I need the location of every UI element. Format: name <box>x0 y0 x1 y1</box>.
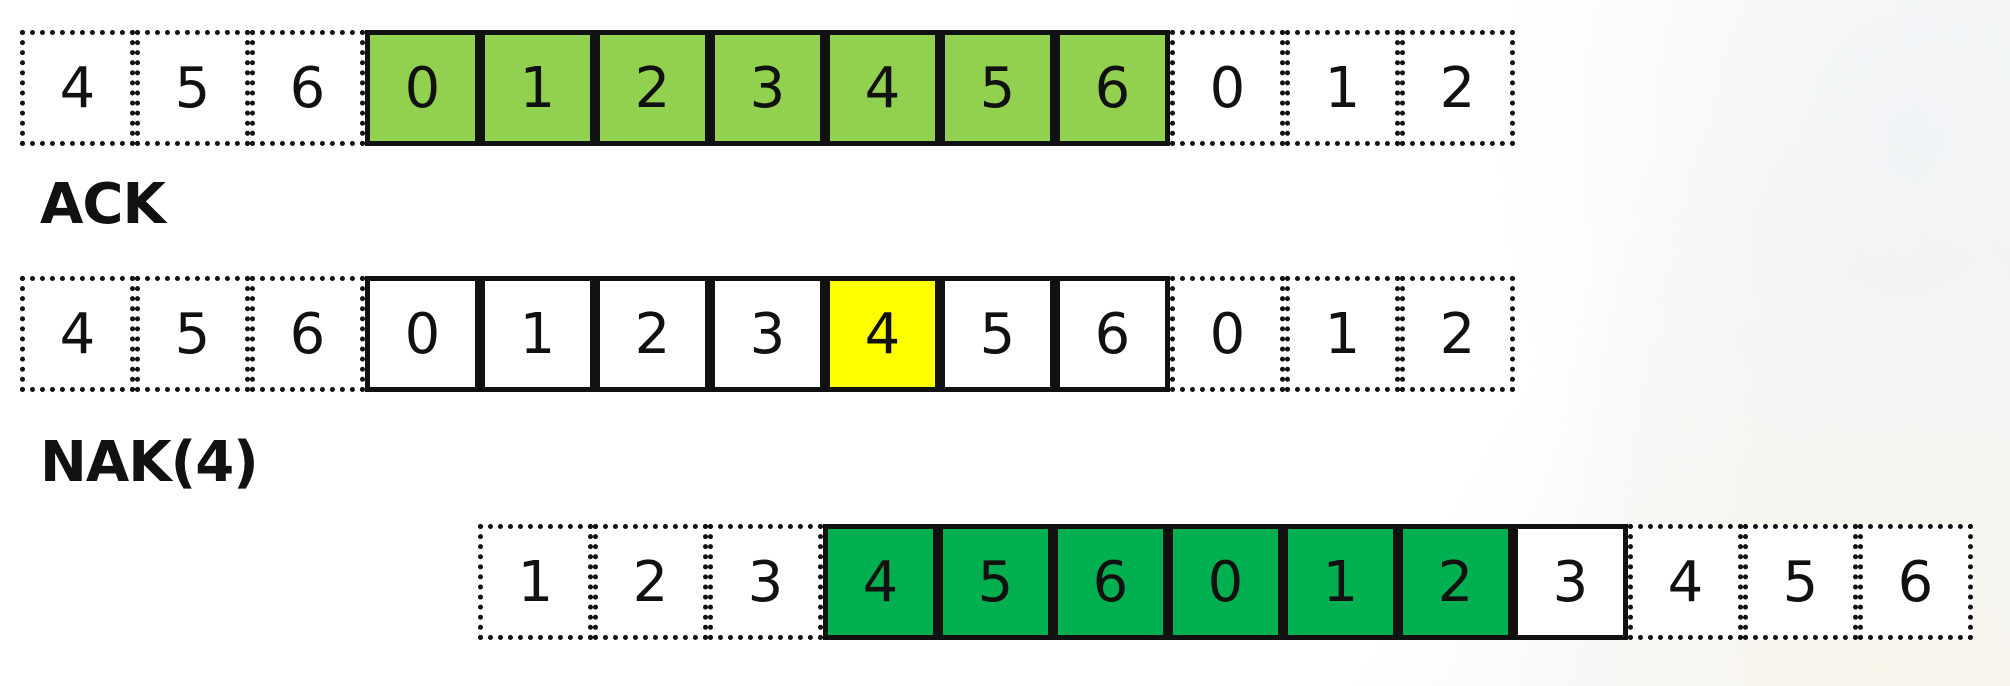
sequence-cell: 1 <box>478 524 593 640</box>
sequence-cell: 5 <box>938 524 1053 640</box>
sequence-cell: 6 <box>1858 524 1973 640</box>
sequence-cell: 5 <box>135 276 250 392</box>
sequence-cell: 4 <box>1628 524 1743 640</box>
sequence-cell: 0 <box>365 276 480 392</box>
sequence-cell: 0 <box>1170 276 1285 392</box>
sequence-cell: 2 <box>1398 524 1513 640</box>
sequence-cell: 2 <box>1400 30 1515 146</box>
sequence-cell: 6 <box>250 30 365 146</box>
sequence-cell: 0 <box>1168 524 1283 640</box>
sequence-cell: 6 <box>1055 276 1170 392</box>
sequence-cell: 6 <box>1055 30 1170 146</box>
sequence-cell: 1 <box>1285 30 1400 146</box>
sequence-cell: 5 <box>1743 524 1858 640</box>
sequence-cell: 6 <box>250 276 365 392</box>
sequence-cell: 5 <box>940 276 1055 392</box>
sequence-cell: 2 <box>1400 276 1515 392</box>
sequence-cell: 3 <box>710 30 825 146</box>
sequence-cell: 6 <box>1053 524 1168 640</box>
sequence-cell: 2 <box>595 276 710 392</box>
sequence-cell: 0 <box>1170 30 1285 146</box>
ack-label: ACK <box>40 172 166 237</box>
sequence-cell: 5 <box>135 30 250 146</box>
sequence-cell: 1 <box>480 276 595 392</box>
nak-label: NAK(4) <box>40 430 259 495</box>
sequence-cell: 2 <box>595 30 710 146</box>
sequence-cell: 3 <box>710 276 825 392</box>
sequence-cell: 4 <box>825 30 940 146</box>
sequence-cell: 0 <box>365 30 480 146</box>
sequence-cell: 2 <box>593 524 708 640</box>
sequence-cell: 4 <box>823 524 938 640</box>
sequence-cell: 3 <box>708 524 823 640</box>
sequence-cell: 3 <box>1513 524 1628 640</box>
sequence-cell: 1 <box>1285 276 1400 392</box>
sequence-cell: 5 <box>940 30 1055 146</box>
sequence-cell: 4 <box>825 276 940 392</box>
sequence-cell: 4 <box>20 276 135 392</box>
sequence-cell: 4 <box>20 30 135 146</box>
sequence-cell: 1 <box>480 30 595 146</box>
sequence-cell: 1 <box>1283 524 1398 640</box>
